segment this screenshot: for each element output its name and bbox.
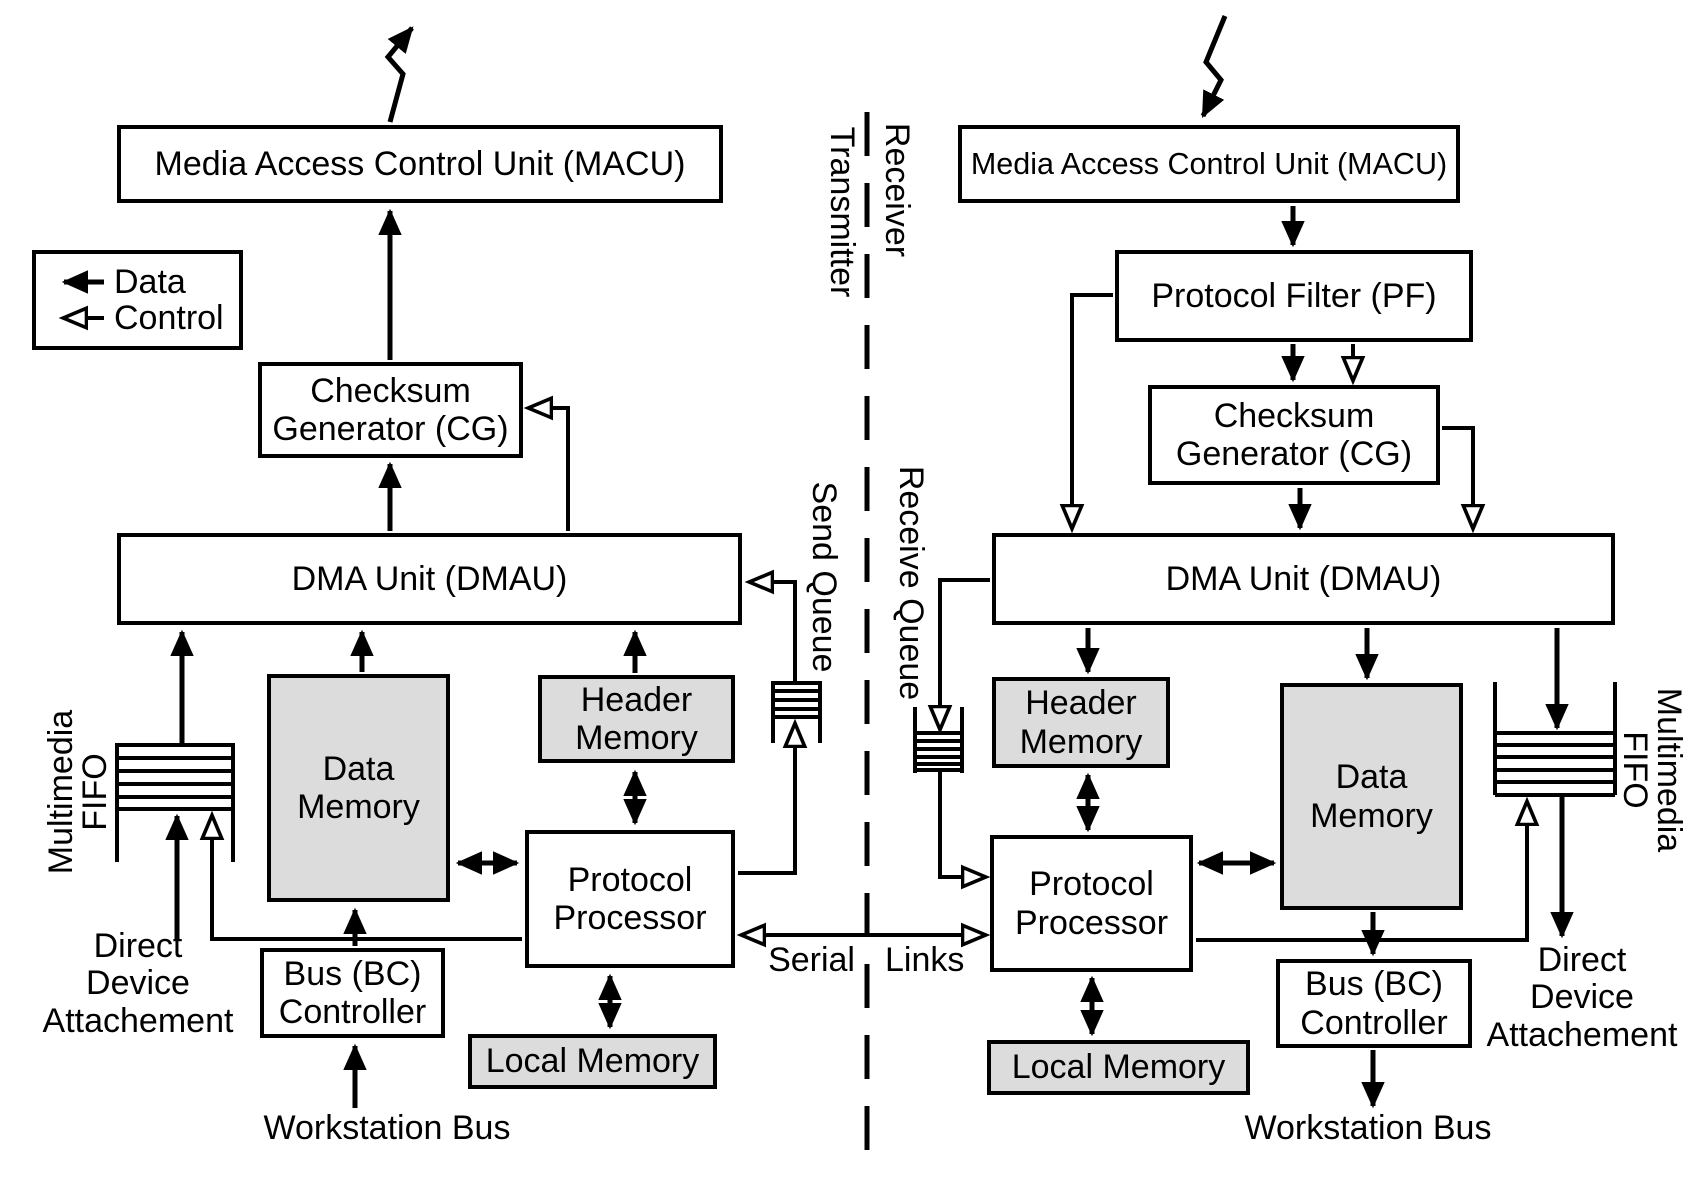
tx-fifo-label-line2: FIFO bbox=[76, 753, 114, 831]
tx-headermem-line2: Memory bbox=[575, 719, 698, 757]
rx-receive-queue-symbol bbox=[913, 707, 964, 773]
rx-pp-line1: Protocol bbox=[1029, 865, 1154, 904]
rx-cg-line2: Generator (CG) bbox=[1175, 435, 1413, 473]
tx-control-pp-to-fifo bbox=[212, 816, 522, 941]
control-arrow-icon bbox=[50, 305, 104, 331]
rx-control-pf-to-dmau bbox=[1072, 293, 1113, 528]
tx-cg-line2: Generator (CG) bbox=[272, 410, 509, 448]
rx-direct-device-label: Direct Device Attachement bbox=[1452, 941, 1703, 1054]
tx-workstation-bus-label: Workstation Bus bbox=[263, 1109, 511, 1147]
rx-dda-line1: Direct bbox=[1537, 941, 1627, 979]
rx-macu-box: Media Access Control Unit (MACU) bbox=[958, 125, 1460, 203]
rx-receive-queue-label: Receive Queue bbox=[892, 465, 930, 701]
receiver-side-label: Receiver bbox=[878, 122, 916, 258]
tx-datamem-line1: Data bbox=[322, 749, 395, 788]
rx-control-pp-to-fifo bbox=[1196, 802, 1527, 942]
tx-macu-box: Media Access Control Unit (MACU) bbox=[117, 125, 723, 203]
tx-datamem-line2: Memory bbox=[297, 788, 420, 826]
tx-headermem-line1: Header bbox=[580, 680, 693, 719]
rx-local-memory-box: Local Memory bbox=[987, 1040, 1250, 1095]
rx-headermem-line2: Memory bbox=[1019, 722, 1143, 761]
rx-dda-line3: Attachement bbox=[1486, 1015, 1678, 1054]
tx-macu-label: Media Access Control Unit (MACU) bbox=[154, 144, 686, 183]
tx-pp-line2: Processor bbox=[553, 899, 707, 937]
rx-cg-line1: Checksum bbox=[1213, 396, 1375, 435]
rx-multimedia-fifo-label: Multimedia FIFO bbox=[1616, 687, 1688, 853]
rx-dma-unit-box: DMA Unit (DMAU) bbox=[992, 533, 1615, 625]
tx-localmem-label: Local Memory bbox=[485, 1042, 700, 1081]
rx-bus-controller-box: Bus (BC) Controller bbox=[1276, 959, 1472, 1048]
tx-pp-line1: Protocol bbox=[567, 860, 693, 899]
legend-row-control: Control bbox=[50, 301, 239, 335]
rx-data-memory-box: Data Memory bbox=[1280, 683, 1463, 910]
rx-datamem-line1: Data bbox=[1335, 758, 1408, 797]
tx-protocol-processor-box: Protocol Processor bbox=[525, 830, 735, 968]
tx-network-bolt-arrow bbox=[384, 26, 414, 123]
rx-bc-line2: Controller bbox=[1300, 1003, 1448, 1042]
tx-bc-line2: Controller bbox=[278, 993, 427, 1031]
serial-links-label-left: Serial bbox=[768, 941, 855, 979]
rx-pp-line2: Processor bbox=[1014, 903, 1169, 942]
tx-bc-line1: Bus (BC) bbox=[283, 954, 422, 993]
rx-pf-label: Protocol Filter (PF) bbox=[1151, 276, 1437, 315]
tx-header-memory-box: Header Memory bbox=[538, 675, 735, 763]
tx-dda-line2: Device bbox=[86, 964, 190, 1003]
rx-header-memory-box: Header Memory bbox=[992, 677, 1170, 768]
rx-macu-label: Media Access Control Unit (MACU) bbox=[970, 146, 1448, 181]
tx-dmau-label: DMA Unit (DMAU) bbox=[291, 559, 568, 598]
tx-data-memory-box: Data Memory bbox=[267, 674, 450, 902]
rx-network-bolt-arrow bbox=[1200, 15, 1228, 119]
serial-links-label-right: Links bbox=[885, 941, 965, 979]
rx-localmem-label: Local Memory bbox=[1011, 1048, 1226, 1087]
legend-row-data: Data bbox=[50, 265, 239, 299]
data-arrow-icon bbox=[61, 270, 104, 294]
rx-bc-line1: Bus (BC) bbox=[1305, 965, 1443, 1004]
tx-control-dmau-to-cg bbox=[529, 408, 570, 531]
rx-workstation-bus-label: Workstation Bus bbox=[1244, 1109, 1492, 1147]
rx-dmau-label: DMA Unit (DMAU) bbox=[1165, 559, 1442, 598]
rx-protocol-filter-box: Protocol Filter (PF) bbox=[1115, 250, 1473, 342]
legend-box: Data Control bbox=[32, 250, 243, 350]
tx-dda-line1: Direct bbox=[93, 927, 183, 965]
rx-control-cg-to-dmau bbox=[1442, 426, 1473, 528]
tx-direct-device-label: Direct Device Attachement bbox=[8, 927, 268, 1040]
legend-data-label: Data bbox=[114, 263, 186, 301]
transmitter-side-label: Transmitter bbox=[823, 126, 861, 298]
rx-protocol-processor-box: Protocol Processor bbox=[990, 835, 1193, 972]
tx-local-memory-box: Local Memory bbox=[468, 1034, 717, 1089]
rx-control-dmau-to-recvqueue bbox=[940, 578, 990, 729]
rx-headermem-line1: Header bbox=[1025, 684, 1137, 723]
tx-multimedia-fifo-label: Multimedia FIFO bbox=[42, 709, 114, 875]
rx-checksum-generator-box: Checksum Generator (CG) bbox=[1148, 385, 1440, 485]
rx-dda-line2: Device bbox=[1530, 978, 1634, 1017]
rx-datamem-line2: Memory bbox=[1310, 796, 1433, 835]
tx-dma-unit-box: DMA Unit (DMAU) bbox=[117, 533, 742, 625]
tx-control-pp-to-sendqueue bbox=[738, 724, 795, 875]
legend-control-label: Control bbox=[114, 299, 224, 337]
tx-checksum-generator-box: Checksum Generator (CG) bbox=[258, 362, 523, 458]
tx-fifo-label-line1: Multimedia bbox=[42, 709, 80, 875]
tx-control-sendqueue-to-dmau bbox=[750, 582, 797, 681]
rx-multimedia-fifo-symbol bbox=[1493, 682, 1617, 797]
rx-fifo-label-line1: Multimedia bbox=[1650, 687, 1688, 853]
tx-send-queue-symbol bbox=[771, 681, 822, 743]
tx-send-queue-label: Send Queue bbox=[805, 481, 843, 673]
tx-multimedia-fifo-symbol bbox=[115, 743, 235, 862]
tx-cg-line1: Checksum bbox=[310, 371, 471, 410]
rx-control-recvqueue-to-pp bbox=[938, 772, 985, 877]
tx-dda-line3: Attachement bbox=[42, 1001, 234, 1040]
rx-fifo-label-line2: FIFO bbox=[1616, 731, 1654, 809]
tx-bus-controller-box: Bus (BC) Controller bbox=[260, 948, 445, 1038]
